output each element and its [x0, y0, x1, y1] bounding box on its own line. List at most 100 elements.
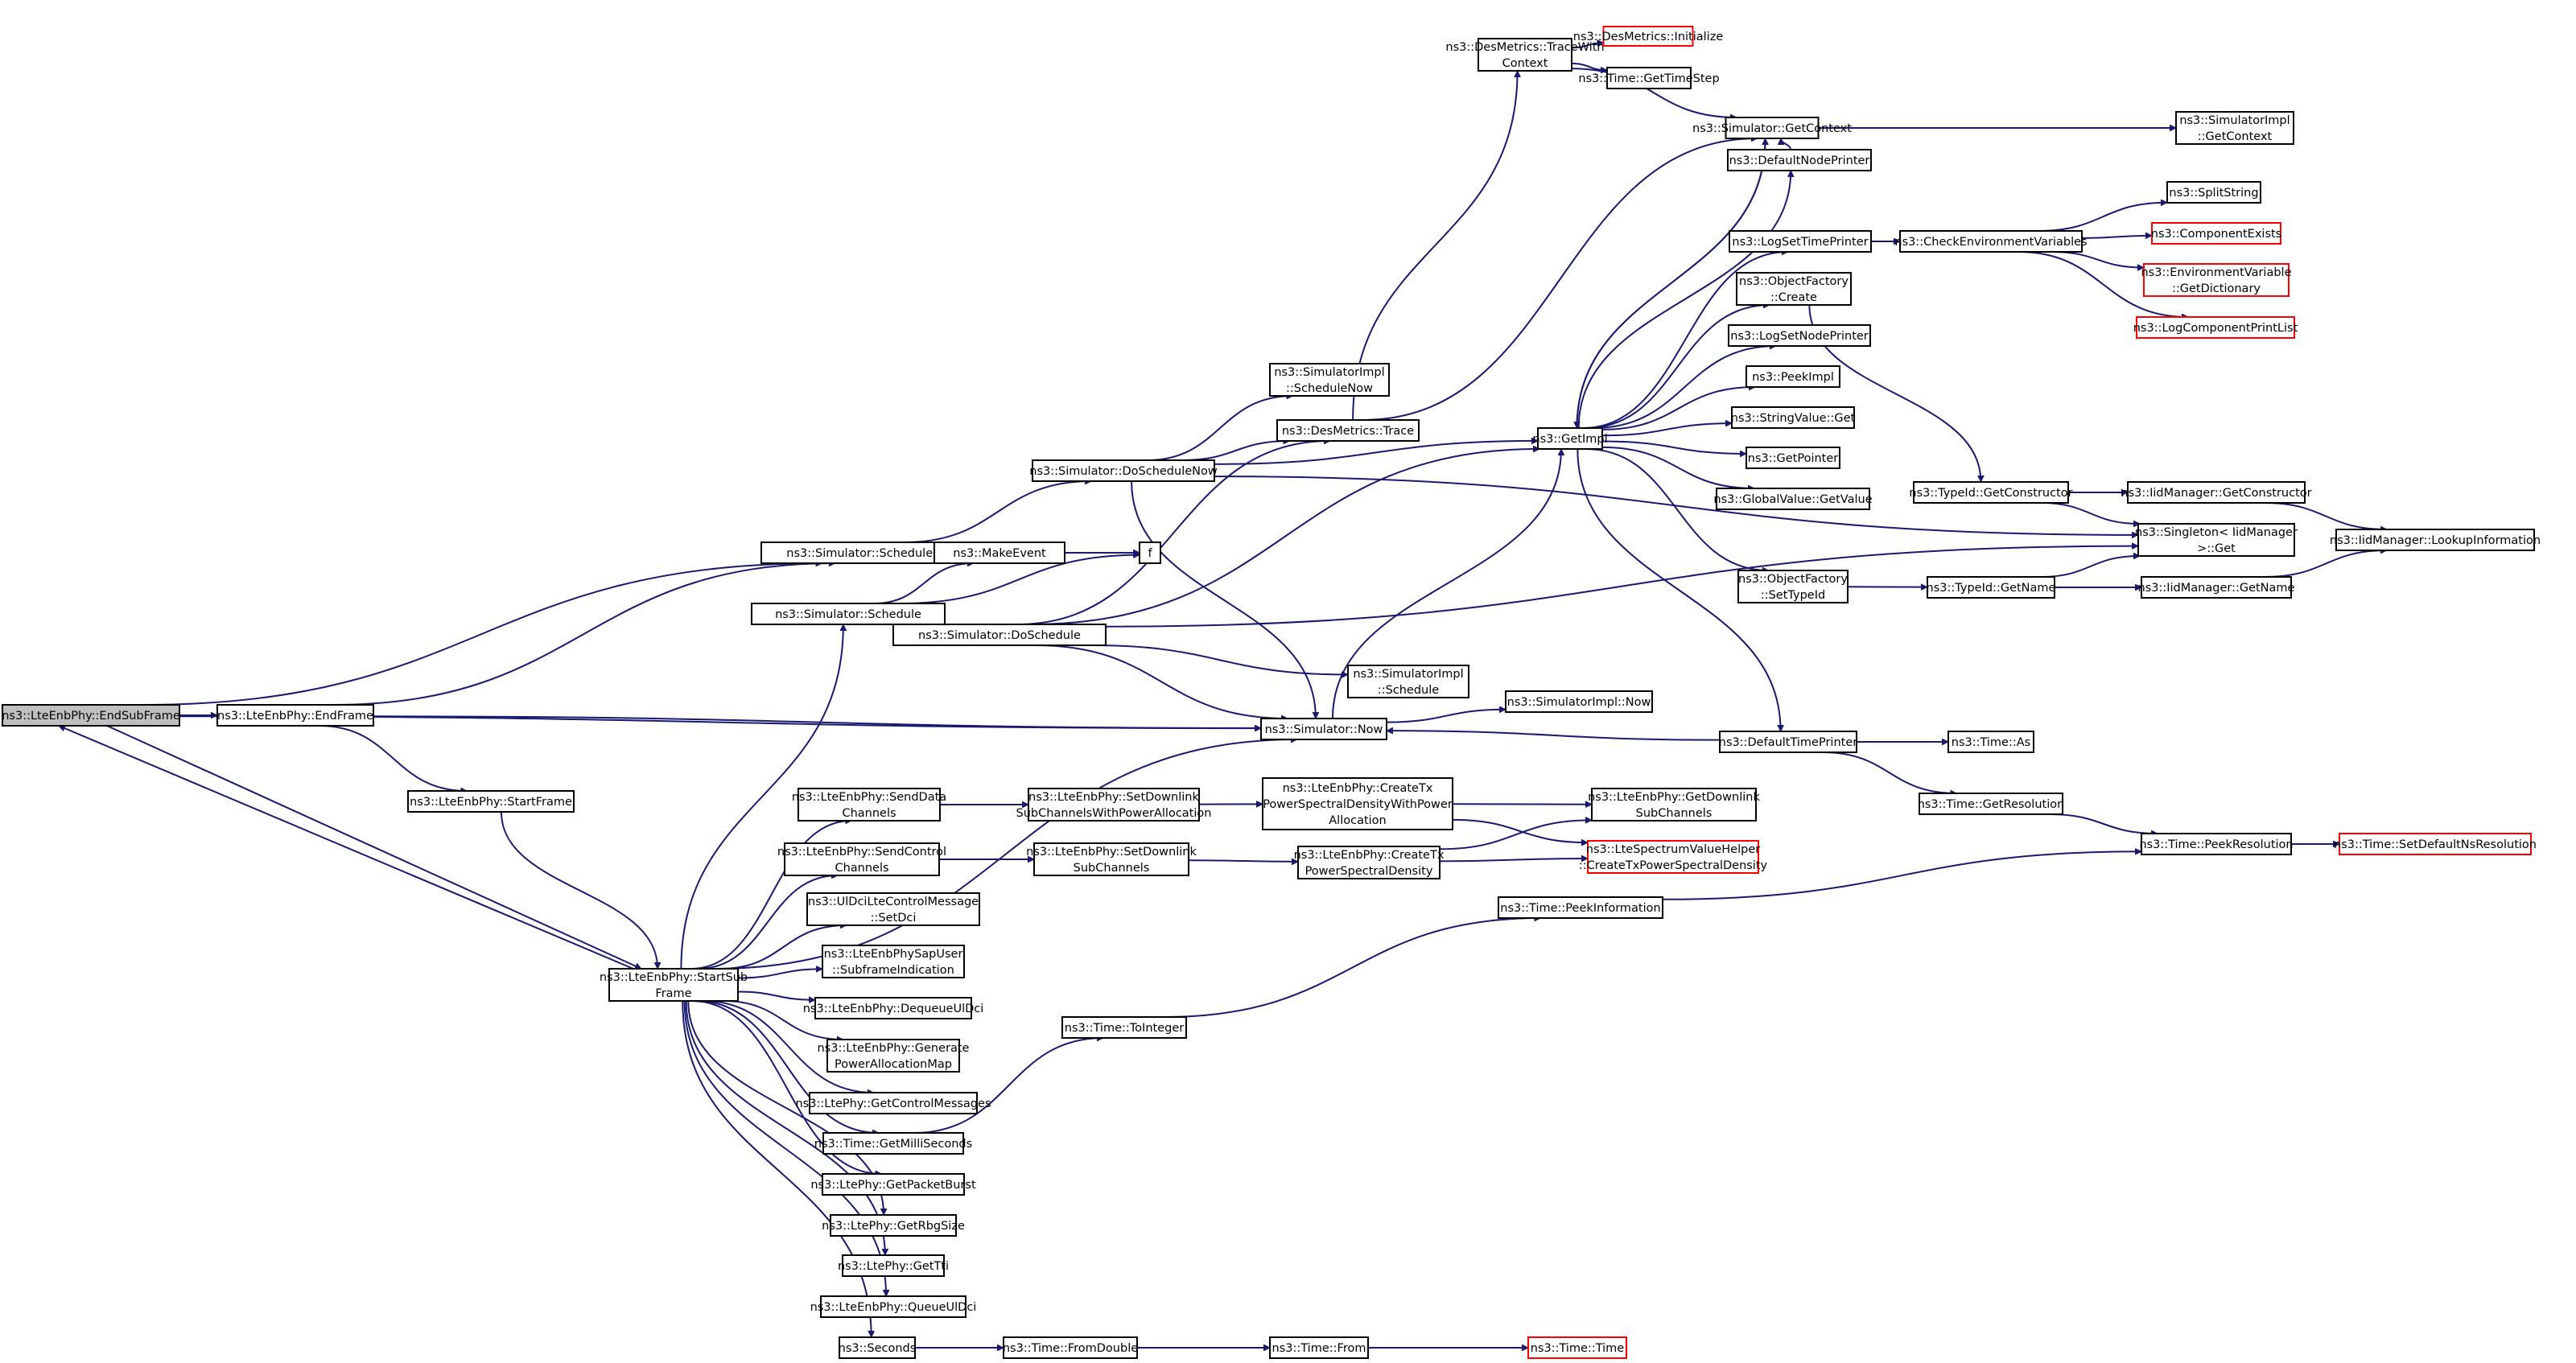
node-sim-now[interactable]: ns3::Simulator::Now: [1260, 718, 1387, 740]
node-label: ns3::IidManager::GetConstructor: [2121, 487, 2311, 500]
node-end-frame[interactable]: ns3::LteEnbPhy::EndFrame: [216, 704, 374, 727]
node-obj-factory-set-type-id[interactable]: ns3::ObjectFactory::SetTypeId: [1737, 570, 1849, 603]
node-label: ns3::Time::PeekInformation: [1500, 902, 1660, 915]
node-component-exists[interactable]: ns3::ComponentExists: [2151, 222, 2282, 245]
node-peek-impl[interactable]: ns3::PeekImpl: [1745, 365, 1840, 388]
node-schedule[interactable]: ns3::Simulator::Schedule: [751, 603, 946, 625]
node-label: ns3::Simulator::ScheduleNow: [786, 547, 958, 560]
node-get-control-messages[interactable]: ns3::LtePhy::GetControlMessages: [795, 1092, 991, 1114]
node-box: [1139, 541, 1161, 564]
node-peek-information[interactable]: ns3::Time::PeekInformation: [1498, 896, 1663, 919]
node-get-resolution[interactable]: ns3::Time::GetResolution: [1918, 793, 2065, 815]
node-obj-factory-create[interactable]: ns3::ObjectFactory::Create: [1736, 272, 1852, 306]
node-split-string[interactable]: ns3::SplitString: [2166, 181, 2261, 204]
node-time-from[interactable]: ns3::Time::From: [1269, 1336, 1369, 1359]
edge-create-tx-psd-to-lte-svhcreate-tx-psd: [1439, 859, 1588, 863]
node-lte-svhcreate-tx-psd[interactable]: ns3::LteSpectrumValueHelper::CreateTxPow…: [1579, 840, 1768, 874]
node-label: f: [1148, 547, 1152, 560]
node-subframe-indication[interactable]: ns3::LteEnbPhySapUser::SubframeIndicatio…: [822, 945, 965, 978]
node-label: ns3::LteEnbPhy::QueueUlDci: [810, 1301, 977, 1314]
node-box: [822, 945, 965, 978]
node-get-context[interactable]: ns3::Simulator::GetContext: [1692, 117, 1852, 139]
node-label: ns3::SimulatorImpl: [1353, 668, 1463, 681]
node-set-dci[interactable]: ns3::UlDciLteControlMessage::SetDci: [806, 892, 980, 926]
node-peek-resolution[interactable]: ns3::Time::PeekResolution: [2139, 833, 2294, 855]
node-queue-ul-dci[interactable]: ns3::LteEnbPhy::QueueUlDci: [810, 1295, 977, 1318]
node-make-event[interactable]: ns3::MakeEvent: [934, 541, 1065, 564]
node-box: [751, 603, 946, 625]
node-type-id-get-constructor[interactable]: ns3::TypeId::GetConstructor: [1909, 481, 2073, 504]
node-string-value-get[interactable]: ns3::StringValue::Get: [1731, 406, 1856, 429]
node-sim-impl-schedule[interactable]: ns3::SimulatorImpl::Schedule: [1347, 665, 1469, 698]
node-sim-impl-schedule-now[interactable]: ns3::SimulatorImpl::ScheduleNow: [1269, 363, 1390, 397]
node-set-dlsub-ch-wpa[interactable]: ns3::LteEnbPhy::SetDownlinkSubChannelsWi…: [1016, 788, 1212, 822]
node-do-schedule[interactable]: ns3::Simulator::DoSchedule: [892, 624, 1107, 646]
edge-trace-with-context-to-des-init: [1571, 43, 1604, 49]
node-log-set-time-printer[interactable]: ns3::LogSetTimePrinter: [1729, 230, 1872, 253]
node-singleton-get[interactable]: ns3::Singleton< IidManager>::Get: [2135, 523, 2298, 557]
node-label: ns3::DefaultTimePrinter: [1719, 736, 1857, 749]
node-create-tx-psd[interactable]: ns3::LteEnbPhy::CreateTxPowerSpectralDen…: [1294, 846, 1445, 879]
node-create-tx-psdwpa[interactable]: ns3::LteEnbPhy::CreateTxPowerSpectralDen…: [1262, 777, 1453, 830]
node-label: ns3::SimulatorImpl: [1274, 366, 1384, 379]
node-dequeue-ul-dci[interactable]: ns3::LteEnbPhy::DequeueUlDci: [803, 997, 984, 1019]
edge-get-impl-to-get-context: [1576, 138, 1765, 429]
node-label: ns3::LogComponentPrintList: [2133, 322, 2298, 335]
edge-sim-now-to-sim-impl-now: [1386, 710, 1506, 723]
node-do-schedule-now[interactable]: ns3::Simulator::DoScheduleNow: [1029, 459, 1218, 482]
node-log-set-node-printer[interactable]: ns3::LogSetNodePrinter: [1728, 324, 1871, 347]
node-time-time[interactable]: ns3::Time::Time: [1527, 1336, 1627, 1359]
node-get-milli-seconds[interactable]: ns3::Time::GetMilliSeconds: [814, 1132, 972, 1155]
edge-set-dlsub-ch-to-create-tx-psd: [1188, 860, 1298, 862]
node-des-init[interactable]: ns3::DesMetrics::Initialize: [1573, 26, 1724, 47]
node-get-time-step[interactable]: ns3::Time::GetTimeStep: [1578, 67, 1720, 89]
node-gen-power-alloc-map[interactable]: ns3::LteEnbPhy::GeneratePowerAllocationM…: [818, 1039, 970, 1073]
node-from-double[interactable]: ns3::Time::FromDouble: [1003, 1336, 1138, 1359]
node-default-time-printer[interactable]: ns3::DefaultTimePrinter: [1719, 731, 1857, 753]
node-iid-get-name[interactable]: ns3::IidManager::GetName: [2138, 576, 2295, 599]
node-set-default-ns-resolution[interactable]: ns3::Time::SetDefaultNsResolution: [2334, 833, 2537, 855]
node-env-get-dictionary[interactable]: ns3::EnvironmentVariable::GetDictionary: [2141, 263, 2292, 297]
node-iid-get-constructor[interactable]: ns3::IidManager::GetConstructor: [2121, 481, 2312, 504]
node-label: ns3::Simulator::DoScheduleNow: [1029, 465, 1218, 478]
node-default-node-printer[interactable]: ns3::DefaultNodePrinter: [1727, 149, 1872, 171]
node-time-as[interactable]: ns3::Time::As: [1947, 731, 2034, 753]
node-get-tti[interactable]: ns3::LtePhy::GetTti: [838, 1254, 949, 1277]
node-label: ns3::Seconds: [839, 1342, 917, 1355]
node-sim-impl-get-context[interactable]: ns3::SimulatorImpl::GetContext: [2175, 111, 2294, 145]
edge-get-impl-to-default-node-printer: [1577, 171, 1791, 429]
node-end-sub-frame[interactable]: ns3::LteEnbPhy::EndSubFrame: [2, 704, 180, 727]
node-sim-impl-now[interactable]: ns3::SimulatorImpl::Now: [1505, 690, 1653, 713]
node-box: [2166, 181, 2261, 204]
node-log-component-print-list[interactable]: ns3::LogComponentPrintList: [2133, 316, 2298, 339]
node-get-rbg-size[interactable]: ns3::LtePhy::GetRbgSize: [822, 1214, 965, 1237]
node-des-metrics-trace[interactable]: ns3::DesMetrics::Trace: [1276, 419, 1420, 442]
node-label: ns3::TypeId::GetName: [1927, 582, 2056, 595]
node-get-packet-burst[interactable]: ns3::LtePhy::GetPacketBurst: [810, 1173, 976, 1196]
node-label: ::SetTypeId: [1761, 589, 1825, 602]
node-box: [2143, 263, 2290, 297]
node-f[interactable]: f: [1139, 541, 1161, 564]
node-global-value-get-value[interactable]: ns3::GlobalValue::GetValue: [1713, 488, 1873, 510]
node-box: [842, 1254, 945, 1277]
node-box: [1745, 365, 1840, 388]
node-label: ns3::LteEnbPhy::CreateTx: [1294, 849, 1445, 862]
node-type-id-get-name[interactable]: ns3::TypeId::GetName: [1927, 576, 2056, 599]
node-label: PowerSpectralDensity: [1305, 865, 1433, 878]
node-get-impl[interactable]: ns3::GetImpl: [1532, 427, 1608, 450]
node-to-integer[interactable]: ns3::Time::ToInteger: [1061, 1016, 1187, 1039]
node-label: ns3::LteEnbPhy::GetDownlink: [1588, 791, 1760, 804]
node-iid-lookup[interactable]: ns3::IidManager::LookupInformation: [2330, 529, 2541, 551]
node-seconds[interactable]: ns3::Seconds: [839, 1336, 917, 1359]
node-box: [1260, 718, 1387, 740]
node-get-pointer[interactable]: ns3::GetPointer: [1745, 447, 1840, 469]
node-check-env[interactable]: ns3::CheckEnvironmentVariables: [1894, 230, 2088, 253]
node-label: ns3::SimulatorImpl::Now: [1507, 696, 1651, 709]
node-start-frame[interactable]: ns3::LteEnbPhy::StartFrame: [407, 790, 575, 813]
